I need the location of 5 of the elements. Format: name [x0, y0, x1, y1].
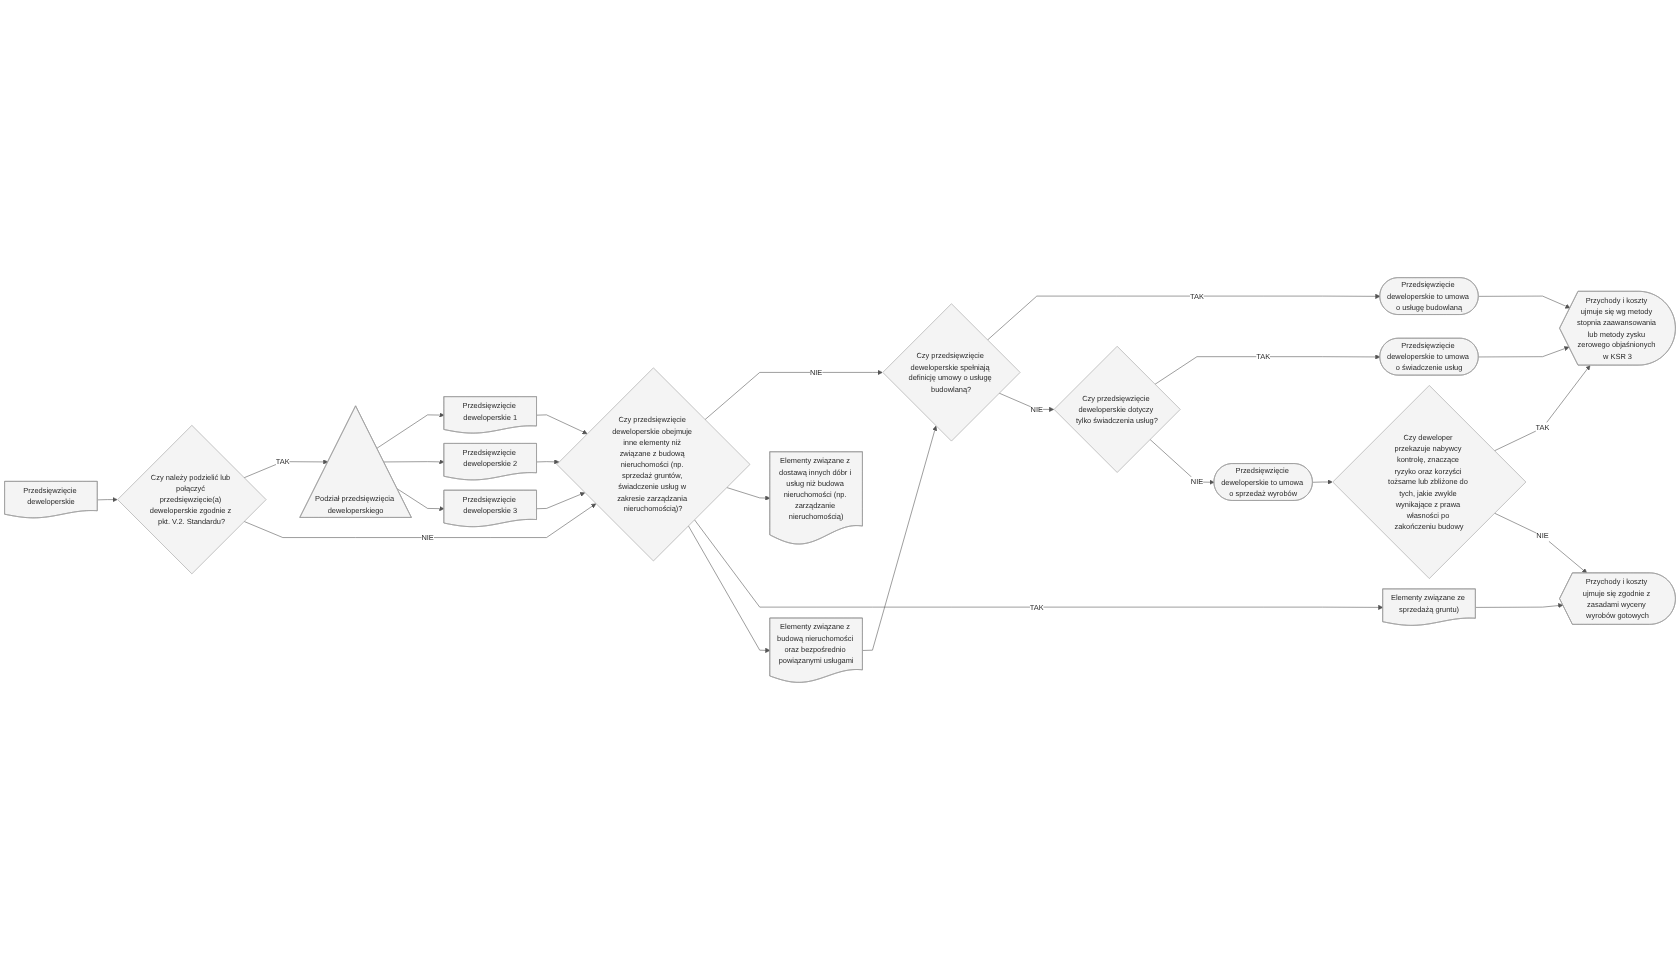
node-diamond: [117, 425, 267, 575]
node-diamond: [882, 303, 1021, 442]
node-diamond: [1332, 385, 1527, 579]
node-diamond: [1053, 346, 1181, 473]
node-diamond: [556, 367, 751, 562]
